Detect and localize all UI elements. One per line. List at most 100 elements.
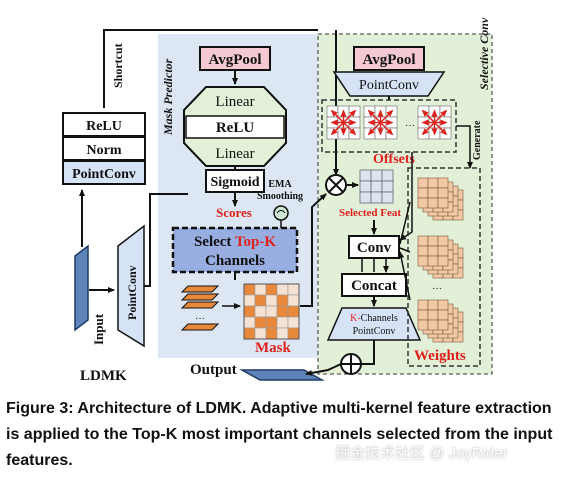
sc-offsets-label: Offsets [373, 152, 416, 167]
main-path-line [103, 29, 318, 108]
mask-cell [265, 283, 278, 296]
sc-avgpool-label: AvgPool [362, 52, 415, 68]
mask-cell [265, 305, 278, 318]
generate-arrow [456, 125, 473, 169]
ldmk-architecture-diagram: Shortcut ReLU Norm PointConv Input Point… [62, 17, 493, 384]
mask-cell [265, 327, 278, 340]
weight-cell [437, 177, 449, 189]
mask-cell [254, 283, 267, 296]
weight-cell [427, 319, 439, 331]
selected-feat-cell [359, 169, 372, 182]
mask-to-multiply-line [300, 193, 327, 307]
mask-grid [243, 283, 300, 340]
mp-mask-label: Mask [255, 340, 291, 356]
offset-arrow [380, 109, 394, 123]
mask-cell [287, 327, 300, 340]
mp-channel-layers [180, 285, 220, 331]
weight-stacks [417, 177, 464, 343]
offset-arrow [421, 109, 435, 123]
mask-cell [276, 283, 289, 296]
mask-cell [243, 316, 256, 329]
mask-cell [243, 294, 256, 307]
offset-arrow [343, 109, 357, 123]
mp-sigmoid-label: Sigmoid [210, 175, 259, 190]
selected-feat-cell [359, 180, 372, 193]
left-relu-label: ReLU [86, 119, 122, 134]
mask-cell [254, 327, 267, 340]
output-feature-slab [239, 369, 325, 381]
selected-feat-cell [381, 180, 394, 193]
kpointconv-add-joint [361, 354, 375, 365]
weight-cell [437, 245, 449, 257]
weight-cell [437, 255, 449, 267]
sc-kchannels-pointconv [326, 307, 422, 341]
weights-box [407, 167, 481, 367]
select-topk-line2: Channels [205, 253, 265, 269]
weight-cell [417, 299, 429, 311]
mp-relu-label: ReLU [216, 120, 254, 136]
pointconv-to-predictor-line [144, 193, 188, 287]
weight-cell [427, 255, 439, 267]
mask-grid-border [243, 283, 300, 340]
mask-cell [243, 305, 256, 318]
weight-cell [417, 177, 429, 189]
offset-arrow [367, 122, 381, 136]
select-topk-line1: Select Top-K [194, 234, 276, 250]
weight-cell [437, 235, 449, 247]
weight-cell [437, 309, 449, 321]
weight-cell [427, 197, 439, 209]
weight-cell [417, 309, 429, 321]
weight-cell [417, 187, 429, 199]
input-feature-slab [74, 244, 89, 332]
mask-cell [287, 283, 300, 296]
sc-conv-label: Conv [357, 240, 392, 256]
sc-kchannels-line2: PointConv [353, 326, 396, 337]
offset-arrow [343, 122, 357, 136]
sc-avgpool-box [353, 46, 425, 71]
left-pointconv-label: PointConv [72, 167, 136, 182]
add-to-output-arrow [305, 363, 342, 376]
ema-smoothing-label: Smoothing [257, 191, 303, 202]
selected-feat-cell [359, 191, 372, 204]
sc-offsets-ellipsis: ··· [405, 120, 415, 131]
offset-arrow [330, 122, 344, 136]
weight-cell [437, 319, 449, 331]
mp-linear-bottom-label: Linear [215, 146, 254, 162]
mask-cell [276, 305, 289, 318]
left-norm-label: Norm [87, 143, 122, 158]
sc-pointconv-label: PointConv [359, 78, 419, 93]
selective-conv-title: Selective Conv [477, 17, 491, 90]
selected-feat-grid [359, 169, 394, 204]
mask-cell [254, 294, 267, 307]
mask-cell [254, 305, 267, 318]
mask-cell [276, 316, 289, 329]
mask-cell [287, 305, 300, 318]
weight-cell [427, 177, 439, 189]
select-prefix: Select [194, 234, 235, 250]
sc-pointconv-trapezoid [332, 71, 446, 97]
mp-avgpool-label: AvgPool [208, 52, 261, 68]
watermark-text: 掘金技术社区 @ JoyRider [335, 445, 508, 462]
weight-cell [417, 197, 429, 209]
conv-to-concat-arrows [361, 258, 386, 272]
weight-cell [427, 299, 439, 311]
add-plus-glyph [341, 354, 361, 374]
selected-feat-cell [370, 169, 383, 182]
offset-arrow [380, 122, 394, 136]
shortcut-label: Shortcut [111, 43, 125, 88]
sc-weights-ellipsis: ··· [432, 283, 442, 294]
weight-cell [427, 235, 439, 247]
selected-feat-cell [381, 169, 394, 182]
pointconv-trapezoid [117, 224, 145, 348]
ema-smoothing-icon [273, 205, 289, 221]
offset-arrow [434, 109, 448, 123]
ema-label: EMA [268, 179, 292, 190]
mask-cell [287, 294, 300, 307]
weight-cell [437, 187, 449, 199]
left-stack-pointconv [62, 160, 146, 185]
mask-cell [243, 283, 256, 296]
selected-feat-cell [381, 191, 394, 204]
sc-concat-label: Concat [351, 278, 397, 294]
input-label: Input [91, 313, 106, 345]
selected-feat-cell [370, 191, 383, 204]
